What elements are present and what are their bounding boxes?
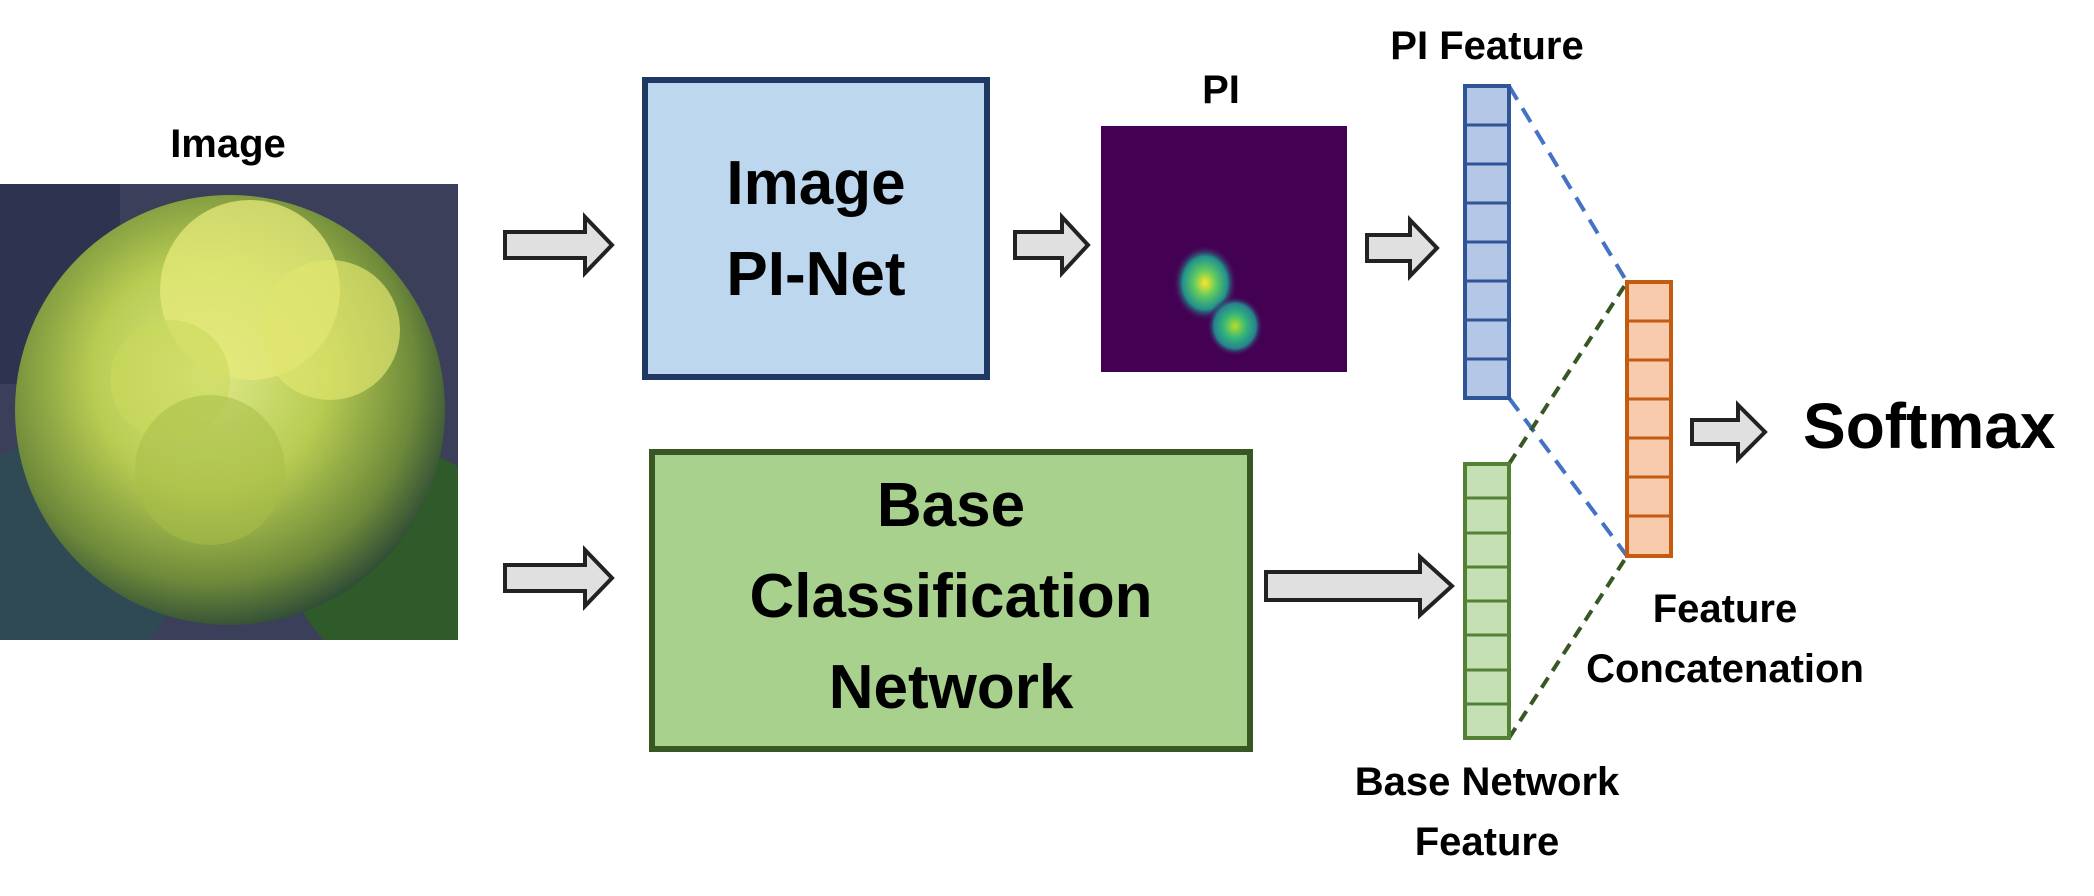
arrow-image-to-base (503, 545, 615, 611)
pi-feature-connectors (1507, 84, 1629, 558)
pi-label: PI (1202, 68, 1240, 112)
pinet-label-line2: PI-Net (726, 240, 905, 309)
pi-feature-label: PI Feature (1390, 24, 1583, 68)
base-label-line3: Network (829, 653, 1074, 722)
arrow-pi-to-feature (1365, 215, 1440, 281)
base-feature-label-line1: Base Network (1355, 760, 1620, 804)
feature-concat-label-line1: Feature (1653, 587, 1798, 631)
base-feature-vector (1463, 462, 1511, 740)
romanesco-photo (0, 184, 458, 640)
arrow-base-to-feature (1264, 552, 1455, 620)
pi-heatmap (1101, 126, 1347, 372)
pinet-label-line1: Image (726, 149, 905, 218)
base-label-line2: Classification (749, 562, 1152, 631)
base-classification-network-box: Base Classification Network (649, 449, 1253, 752)
arrow-concat-to-softmax (1690, 400, 1768, 464)
base-feature-label-line2: Feature (1415, 820, 1560, 864)
arrow-pinet-to-pi (1013, 211, 1091, 279)
feature-concat-label-line2: Concatenation (1586, 647, 1864, 691)
image-pinet-box: Image PI-Net (642, 77, 990, 380)
concat-feature-vector (1625, 280, 1673, 558)
base-label-line1: Base (877, 471, 1025, 540)
arrow-image-to-pinet (503, 212, 615, 278)
softmax-label: Softmax (1803, 390, 2056, 462)
pi-feature-vector (1463, 84, 1511, 400)
image-label: Image (170, 122, 286, 166)
base-feature-connectors (1507, 280, 1629, 740)
